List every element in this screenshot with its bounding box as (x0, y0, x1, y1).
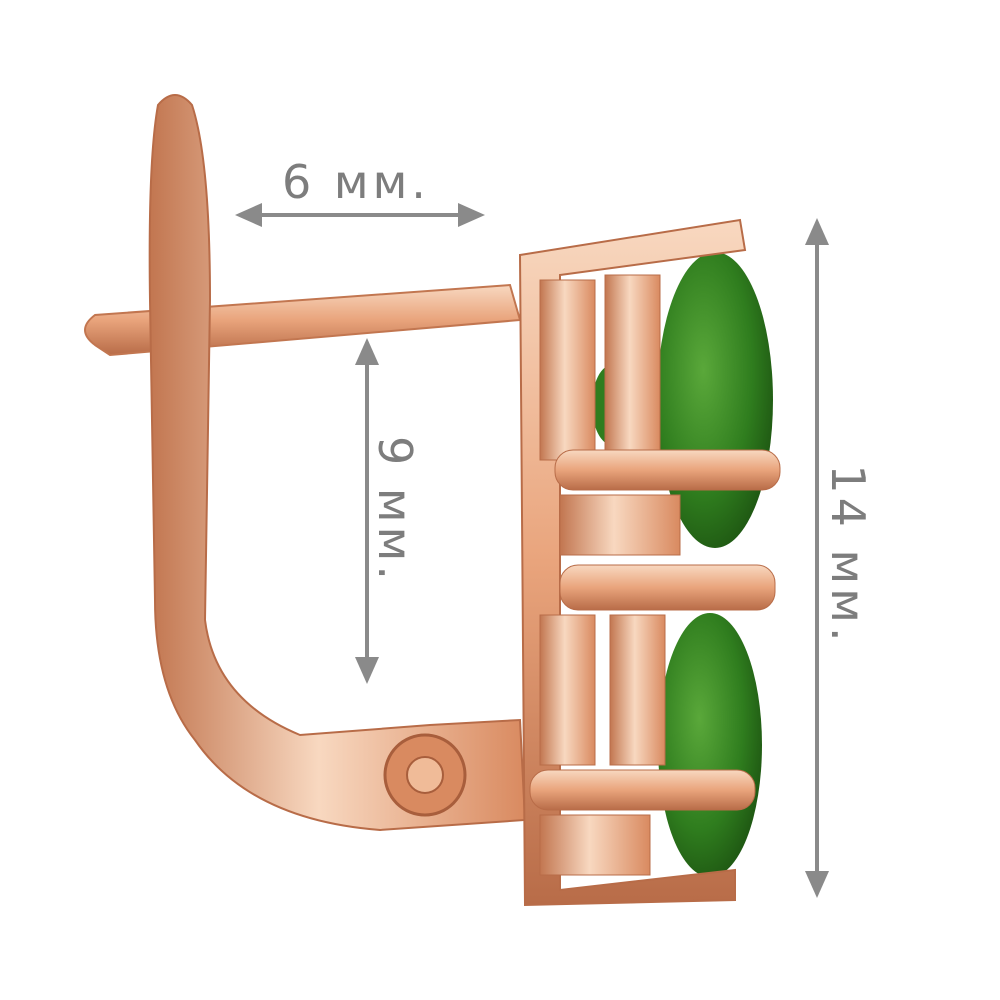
lower-stone (658, 613, 762, 877)
inner-height-label: 9 мм. (368, 436, 422, 584)
width-label: 6 мм. (282, 155, 430, 209)
total-height-arrow (805, 218, 829, 898)
lever-hook (148, 94, 527, 832)
total-height-label: 14 мм. (821, 464, 875, 646)
hinge-pin (406, 756, 444, 794)
width-arrow (235, 203, 485, 227)
inner-height-arrow (355, 338, 379, 684)
gem-setting (518, 218, 781, 907)
